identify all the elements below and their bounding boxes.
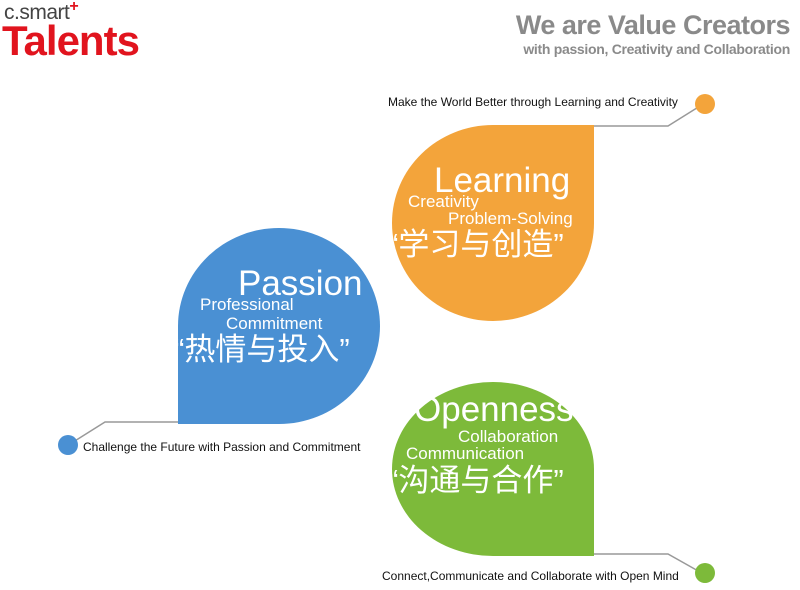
slogan-subtitle: with passion, Creativity and Collaborati… bbox=[523, 41, 790, 57]
passion-bubble: Passion Professional Commitment “热情与投入” bbox=[174, 228, 380, 424]
logo-talents: Talents bbox=[2, 17, 140, 64]
slogan: We are Value Creators with passion, Crea… bbox=[515, 10, 791, 58]
logo-small: c.smart+ bbox=[4, 0, 79, 25]
connector-passion bbox=[69, 421, 178, 445]
learning-bubble: Learning Creativity Problem-Solving “学习与… bbox=[388, 125, 594, 321]
openness-chinese: “沟通与合作” bbox=[388, 463, 564, 498]
openness-title: Openness bbox=[414, 390, 574, 429]
openness-bubble: Openness Collaboration Communication “沟通… bbox=[388, 382, 594, 556]
openness-dot-icon bbox=[695, 563, 715, 583]
learning-sub2: Problem-Solving bbox=[448, 209, 573, 228]
learning-dot-icon bbox=[695, 94, 715, 114]
passion-dot-icon bbox=[58, 435, 78, 455]
learning-sub1: Creativity bbox=[408, 192, 479, 211]
learning-chinese: “学习与创造” bbox=[388, 227, 564, 262]
logo-plus: + bbox=[69, 0, 79, 15]
openness-caption: Connect,Communicate and Collaborate with… bbox=[382, 569, 679, 583]
passion-sub2: Commitment bbox=[226, 314, 323, 333]
passion-caption: Challenge the Future with Passion and Co… bbox=[83, 440, 361, 454]
learning-title: Learning bbox=[434, 161, 571, 200]
connector-openness bbox=[594, 553, 701, 573]
connector-learning bbox=[594, 105, 701, 127]
passion-chinese: “热情与投入” bbox=[174, 332, 350, 367]
logo-small-text: c.smart bbox=[4, 1, 70, 24]
openness-sub2: Communication bbox=[406, 444, 525, 463]
passion-sub1: Professional bbox=[200, 295, 294, 314]
passion-title: Passion bbox=[238, 264, 363, 303]
slogan-title: We are Value Creators bbox=[515, 10, 791, 40]
learning-caption: Make the World Better through Learning a… bbox=[388, 95, 678, 109]
openness-sub1: Collaboration bbox=[458, 427, 559, 446]
